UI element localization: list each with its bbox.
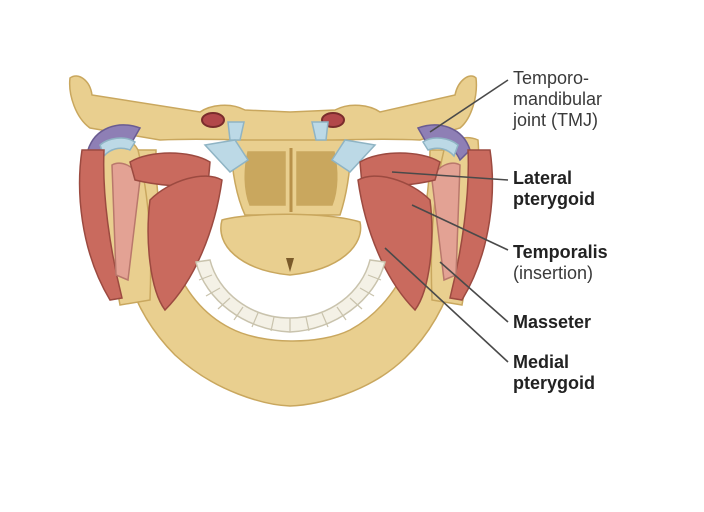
left-foramen bbox=[201, 112, 225, 128]
leader-temporalis bbox=[411, 204, 509, 251]
label-temporalis-line1: Temporalis bbox=[513, 242, 608, 262]
teeth-lines bbox=[198, 274, 382, 332]
label-medial-pterygoid: Medial pterygoid bbox=[513, 352, 595, 394]
label-temporalis-line2: (insertion) bbox=[513, 263, 594, 283]
leader-lateral-pterygoid bbox=[391, 171, 509, 181]
label-temporalis: Temporalis (insertion) bbox=[513, 242, 608, 284]
right-condyle-cartilage bbox=[421, 137, 459, 158]
label-masseter-line1: Masseter bbox=[513, 312, 592, 332]
skull-base bbox=[68, 75, 478, 143]
left-nasal-cavity bbox=[244, 151, 286, 206]
label-lateral-pterygoid-line1: Lateral bbox=[513, 168, 573, 188]
incisive-foramen bbox=[286, 258, 294, 272]
leader-lines bbox=[384, 79, 509, 363]
label-lateral-pterygoid-line2: pterygoid bbox=[513, 189, 596, 209]
right-pterygoid-plate bbox=[311, 121, 329, 141]
label-medial-pterygoid-line2: pterygoid bbox=[513, 373, 596, 393]
label-medial-pterygoid-line1: Medial bbox=[513, 352, 570, 372]
leader-medial-pterygoid bbox=[384, 247, 509, 363]
left-pterygoid-hook bbox=[203, 139, 250, 173]
leader-tmj bbox=[429, 79, 509, 133]
label-tmj-line1: Temporo- bbox=[513, 68, 590, 88]
label-tmj-line3: joint (TMJ) bbox=[513, 110, 598, 130]
palate bbox=[220, 213, 362, 276]
right-masseter bbox=[449, 149, 494, 301]
label-tmj: Temporo- mandibular joint (TMJ) bbox=[513, 68, 602, 131]
left-medial-pterygoid bbox=[147, 175, 223, 312]
leader-masseter bbox=[439, 261, 509, 323]
right-medial-pterygoid bbox=[357, 175, 433, 312]
left-masseter bbox=[78, 149, 123, 301]
left-condyle-cartilage bbox=[99, 137, 137, 158]
label-tmj-line2: mandibular bbox=[513, 89, 603, 109]
right-nasal-cavity bbox=[296, 151, 338, 206]
label-lateral-pterygoid: Lateral pterygoid bbox=[513, 168, 595, 210]
left-pterygoid-plate bbox=[227, 121, 245, 141]
label-masseter: Masseter bbox=[513, 312, 591, 333]
teeth-arch bbox=[195, 259, 386, 333]
right-pterygoid-hook bbox=[330, 139, 377, 173]
